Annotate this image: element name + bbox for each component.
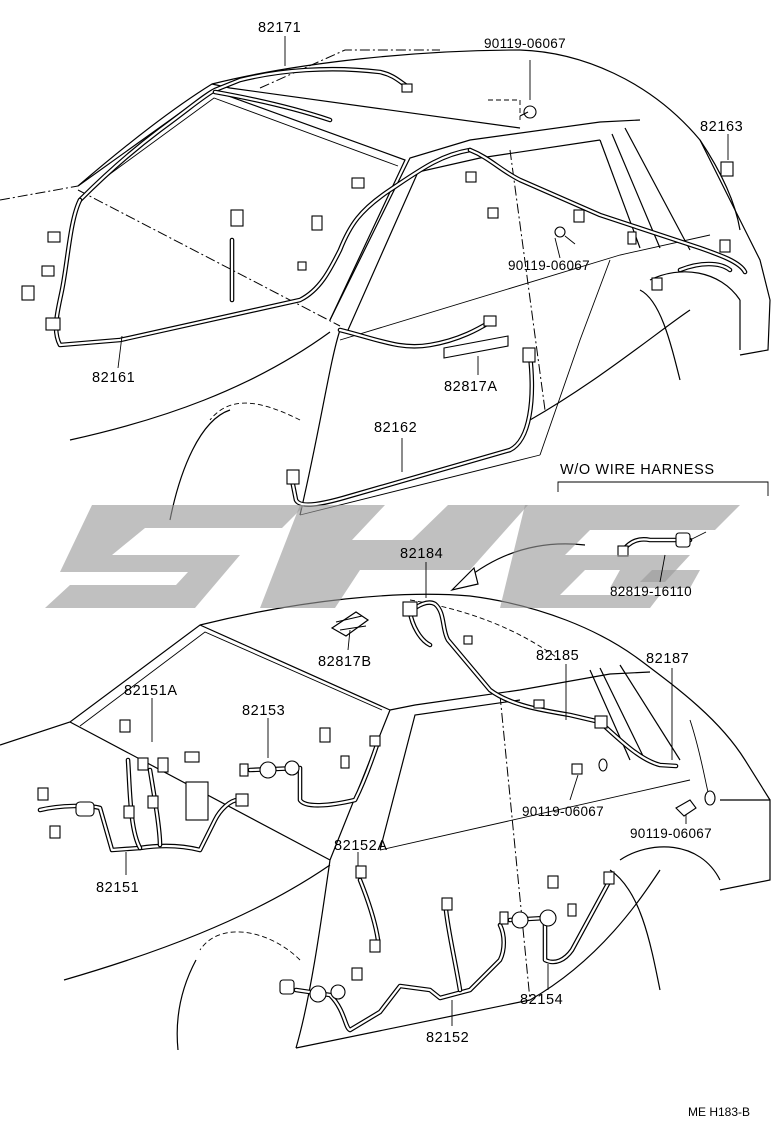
harness-82153 <box>239 727 381 808</box>
harness-82154 <box>499 871 615 965</box>
label-90119-top: 90119-06067 <box>484 36 566 51</box>
label-82154: 82154 <box>520 992 563 1008</box>
label-82162: 82162 <box>374 420 417 436</box>
clip-90119-top <box>519 60 537 119</box>
reference-code: ME H183-B <box>688 1105 750 1119</box>
label-82187: 82187 <box>646 651 689 667</box>
harness-82161 <box>21 147 473 348</box>
label-90119-low1: 90119-06067 <box>522 804 604 819</box>
label-82152A: 82152A <box>334 838 388 854</box>
label-82163: 82163 <box>700 119 743 135</box>
arrow-head <box>450 566 479 592</box>
clip-90119-low2 <box>675 799 697 817</box>
label-90119-mid: 90119-06067 <box>508 258 590 273</box>
leader-lines <box>117 36 729 1026</box>
part-82817B <box>330 611 370 637</box>
label-82151: 82151 <box>96 880 139 896</box>
watermark-logo <box>45 505 740 608</box>
label-82153: 82153 <box>242 703 285 719</box>
label-82152: 82152 <box>426 1030 469 1046</box>
label-82185: 82185 <box>536 648 579 664</box>
label-82161: 82161 <box>92 370 135 386</box>
inset-title: W/O WIRE HARNESS <box>560 462 715 478</box>
inset-wo-wire-harness <box>450 481 769 592</box>
label-90119-low2: 90119-06067 <box>630 826 712 841</box>
label-82819: 82819-16110 <box>610 584 692 599</box>
clip-90119-low1 <box>571 758 608 775</box>
harness-82152 <box>279 865 507 1033</box>
label-82171: 82171 <box>258 20 301 36</box>
pad-82817A <box>443 335 509 359</box>
part-labels: 82171 90119-06067 82163 90119-06067 8216… <box>92 20 750 1119</box>
label-82817B: 82817B <box>318 654 372 670</box>
clip-90119-mid <box>554 226 576 245</box>
harness-82163 <box>465 147 748 291</box>
label-82151A: 82151A <box>124 683 178 699</box>
harness-82162 <box>286 315 536 507</box>
harness-82151 <box>37 719 249 853</box>
harness-82184 <box>402 600 716 806</box>
label-82817A: 82817A <box>444 379 498 395</box>
label-82184: 82184 <box>400 546 443 562</box>
harness-82171 <box>77 66 413 203</box>
